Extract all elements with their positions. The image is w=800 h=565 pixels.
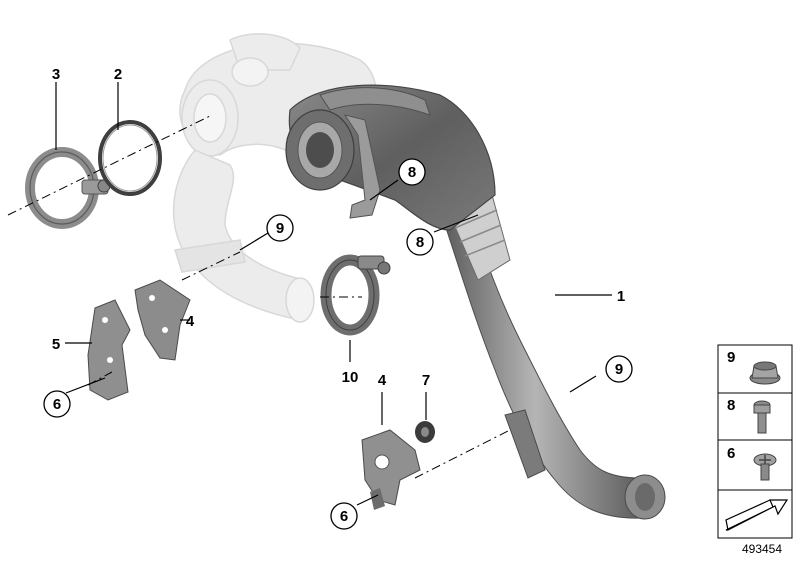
callout-6-left: 6 <box>53 396 61 413</box>
callout-7: 7 <box>422 372 430 389</box>
callout-8-lower: 8 <box>416 234 424 251</box>
bracket-upper <box>134 279 191 361</box>
pipe-clamp <box>320 254 391 336</box>
legend-label-6: 6 <box>727 445 735 462</box>
callout-6-lower: 6 <box>340 508 348 525</box>
catalytic-converter-pipe <box>285 84 666 520</box>
bracket-lower <box>361 429 421 510</box>
screw-icon <box>753 453 777 481</box>
axis-lines <box>7 114 511 479</box>
ghost-turbo-assembly <box>172 33 378 323</box>
callout-4-lower: 4 <box>378 372 387 389</box>
legend-label-9: 9 <box>727 349 735 366</box>
direction-arrow-icon <box>725 499 789 531</box>
callout-3: 3 <box>52 66 60 83</box>
callout-lines <box>55 82 612 506</box>
nut-icon <box>749 361 781 385</box>
callout-9-lower: 9 <box>615 361 623 378</box>
callout-8-upper: 8 <box>408 164 416 181</box>
bolt-icon <box>753 400 771 434</box>
circled-callouts: 6 6 8 8 9 9 <box>43 158 633 530</box>
diagram-number: 493454 <box>742 542 782 556</box>
callout-4-upper: 4 <box>186 313 195 330</box>
callout-5: 5 <box>52 336 60 353</box>
plain-callouts: 1 2 3 4 5 4 7 10 <box>52 66 625 389</box>
legend-label-8: 8 <box>727 397 735 414</box>
rubber-grommet <box>415 421 435 443</box>
callout-1: 1 <box>617 288 625 305</box>
bracket-left <box>87 299 131 401</box>
sealing-ring <box>98 120 162 196</box>
callout-10: 10 <box>342 369 359 386</box>
callout-9-upper: 9 <box>276 220 284 237</box>
callout-2: 2 <box>114 66 122 83</box>
v-band-clamp <box>25 147 111 229</box>
fastener-legend: 9 8 6 <box>717 344 793 539</box>
